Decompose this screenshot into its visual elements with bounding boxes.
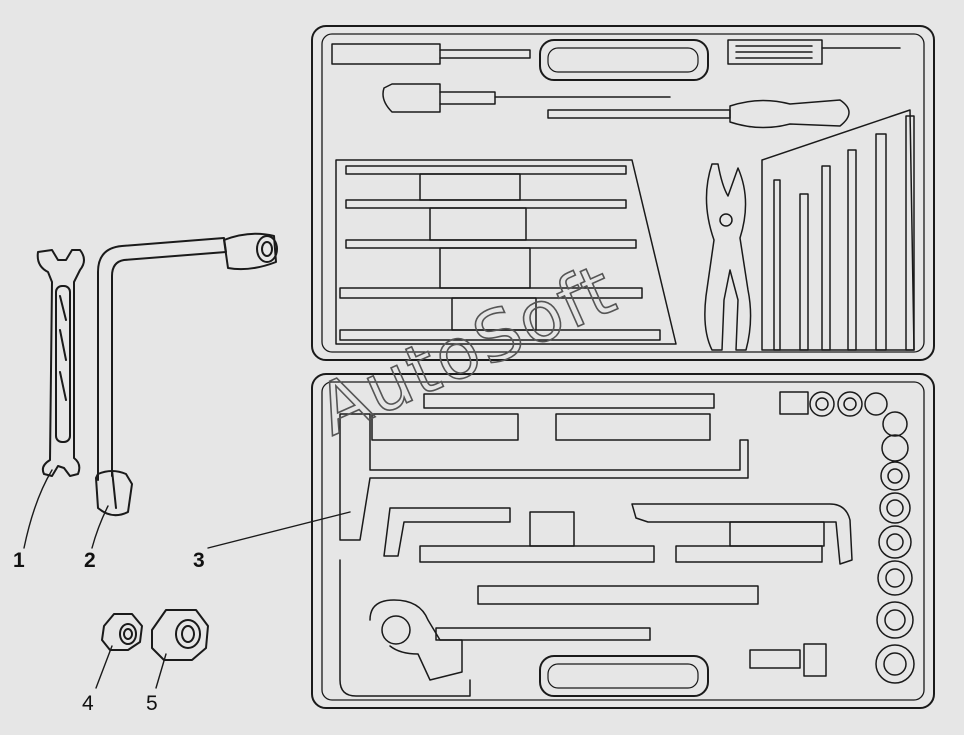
label-5: 5 [146,692,158,715]
leader-lines [23,469,351,689]
tray-tools [339,393,853,697]
label-1: 1 [13,549,25,572]
drift-set [761,109,915,351]
open-end-wrench [36,249,85,477]
screwdriver-set [331,39,901,129]
case-tray [311,373,935,709]
flat-bars [335,159,677,345]
case-lid [311,25,935,361]
watermark: AutoSoft [306,248,629,452]
socket-set [779,391,915,684]
l-socket-wrench [95,232,278,517]
small-nut [101,613,143,651]
label-3: 3 [193,549,205,572]
large-nut [151,609,209,661]
label-2: 2 [84,549,96,572]
tool-case [311,25,935,709]
label-4: 4 [82,692,94,715]
pliers [704,163,752,351]
